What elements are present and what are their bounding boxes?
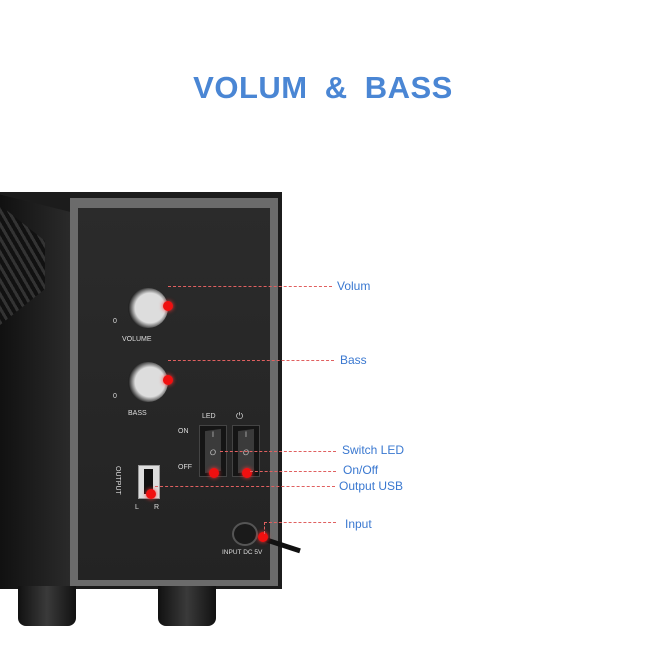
leader-input [264,522,336,523]
off-label: OFF [178,464,192,471]
leader-led [220,451,336,452]
dc-input-port[interactable] [232,522,258,546]
marker-power-switch [242,468,252,478]
usb-slot [144,469,153,494]
marker-led-switch [209,468,219,478]
left-label: L [135,504,139,511]
leader-onoff [250,471,336,472]
leader-usb [155,486,335,487]
speaker-foot-left [18,586,76,626]
bass-knob[interactable] [128,362,168,402]
volume-label: VOLUME [122,336,152,343]
leader-volume [168,286,332,287]
right-label: R [154,504,160,511]
callout-switch-led: Switch LED [342,443,405,457]
bass-zero-mark: 0 [113,393,117,400]
marker-usb [146,489,156,499]
marker-bass [163,375,173,385]
switch-off-mark: O [242,447,250,458]
switch-on-mark: I [211,429,215,440]
speaker-foot-right [158,586,216,626]
led-label: LED [202,413,216,420]
output-label: OUTPUT [114,466,121,495]
callout-output-usb: Output USB [339,479,404,493]
callout-bass: Bass [340,353,367,367]
rear-panel [78,208,270,580]
volume-zero-mark: 0 [113,318,117,325]
leader-input-vertical [264,522,265,534]
marker-volume [163,301,173,311]
on-label: ON [178,428,189,435]
callout-volum: Volum [337,279,371,293]
input-label: INPUT DC 5V [222,549,263,556]
callout-input: Input [345,517,372,531]
power-icon: ⏻ [236,411,244,421]
switch-on-mark: I [244,429,248,440]
page-title: VOLUM & BASS [193,70,453,105]
bass-label: BASS [128,410,147,417]
callout-on-off: On/Off [343,463,379,477]
volume-knob[interactable] [128,288,168,328]
leader-bass [168,360,334,361]
marker-input [258,532,268,542]
switch-off-mark: O [209,447,217,458]
